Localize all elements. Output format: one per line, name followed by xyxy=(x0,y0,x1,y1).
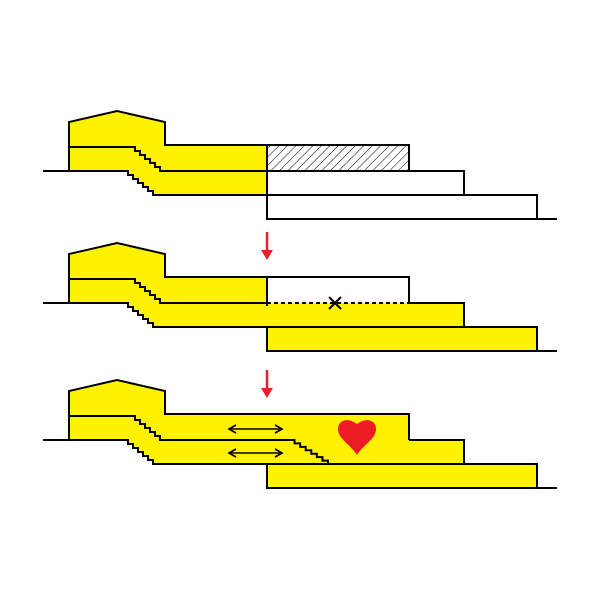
lower-layer-line xyxy=(69,170,267,196)
double-arrow-icon xyxy=(227,424,284,434)
house-outline xyxy=(68,241,410,303)
bottom-layer-outline xyxy=(267,463,557,489)
middle-layer-outline xyxy=(409,439,465,464)
lower-layer-line xyxy=(69,302,267,328)
house-outline xyxy=(68,378,410,440)
down-arrow-head xyxy=(261,250,273,260)
middle-layer-outline xyxy=(409,302,465,327)
upper-layer-line xyxy=(69,278,267,304)
double-arrow-heads xyxy=(227,424,284,434)
bottom-layer-edge xyxy=(266,195,537,220)
panel-initial xyxy=(43,109,557,220)
bottom-layer-outline xyxy=(267,326,557,352)
middle-layer-outline xyxy=(267,170,465,195)
hatched-block xyxy=(267,145,409,171)
yellow-region xyxy=(69,380,537,488)
down-arrow-icon xyxy=(261,232,273,260)
yellow-region xyxy=(69,243,537,351)
yellow-region xyxy=(69,111,267,195)
bottom-layer-outline xyxy=(267,194,557,220)
down-arrow-icon xyxy=(261,370,273,398)
bottom-layer-edge xyxy=(266,464,537,489)
panel-result xyxy=(43,378,557,489)
panel-after xyxy=(43,241,557,352)
heart-icon xyxy=(338,420,376,455)
bottom-layer-edge xyxy=(266,327,537,352)
lower-layer-line xyxy=(69,439,267,465)
x-mark-icon xyxy=(328,296,342,310)
double-arrow-icon xyxy=(227,448,284,458)
double-arrow-heads xyxy=(227,448,284,458)
down-arrow-head xyxy=(261,388,273,398)
upper-layer-line xyxy=(69,146,267,172)
upper-layer-line xyxy=(69,415,329,464)
house-outline xyxy=(68,109,410,171)
